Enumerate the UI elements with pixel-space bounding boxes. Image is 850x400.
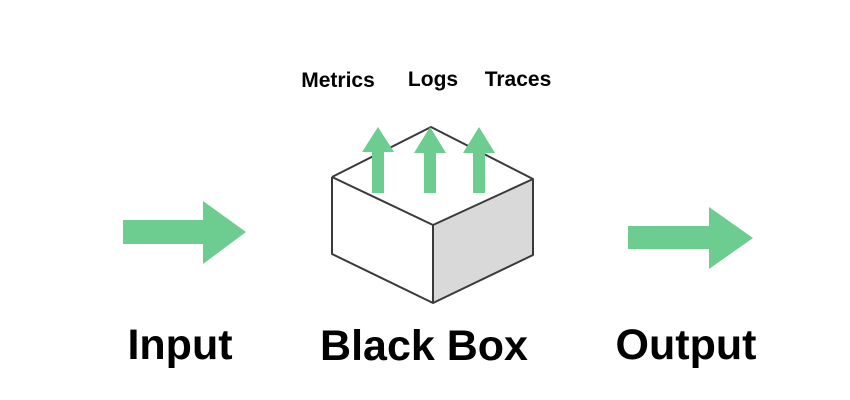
- metrics-label: Metrics: [301, 69, 375, 92]
- cube-outline: [331, 126, 534, 304]
- traces-label: Traces: [484, 68, 552, 91]
- cube-right-face: [433, 179, 533, 303]
- logs-arrow: [414, 127, 446, 193]
- cube-left-face: [332, 177, 433, 303]
- output-arrow: [628, 207, 753, 269]
- metrics-arrow: [362, 127, 394, 193]
- input-arrow: [123, 201, 246, 264]
- logs-label: Logs: [407, 68, 459, 91]
- traces-arrow: [463, 127, 495, 193]
- black-box-label: Black Box: [320, 322, 528, 370]
- output-label: Output: [615, 321, 757, 369]
- input-label: Input: [127, 321, 233, 369]
